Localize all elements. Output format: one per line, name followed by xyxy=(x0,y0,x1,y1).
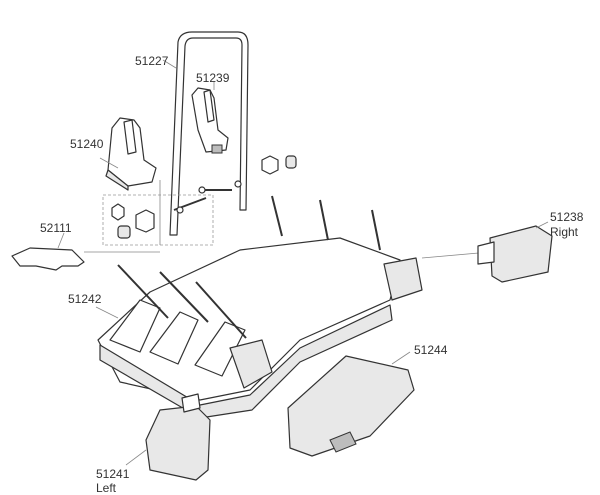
nut-part xyxy=(198,155,297,194)
wheel-holder-51240-part xyxy=(105,117,157,191)
label-51238-side: Right xyxy=(550,225,579,239)
left-light-cover-part xyxy=(145,393,211,481)
label-51244: 51244 xyxy=(414,343,448,357)
label-51241-side: Left xyxy=(96,481,117,495)
label-51238: 51238 xyxy=(550,210,584,224)
frame-arch-part xyxy=(169,31,249,236)
label-51239: 51239 xyxy=(196,71,230,85)
right-light-cover-part xyxy=(477,225,553,283)
hardware-box xyxy=(102,194,214,246)
clip-52111-part xyxy=(11,247,160,271)
leader-lines xyxy=(57,59,549,466)
label-51241: 51241 xyxy=(96,467,130,481)
label-51240: 51240 xyxy=(70,137,104,151)
wheel-holder-51239-part xyxy=(191,87,229,154)
license-plate-holder-part xyxy=(287,355,415,457)
label-52111: 52111 xyxy=(40,221,72,235)
label-51227: 51227 xyxy=(135,54,169,68)
carrier-body-part xyxy=(97,195,491,419)
label-51242: 51242 xyxy=(68,292,102,306)
